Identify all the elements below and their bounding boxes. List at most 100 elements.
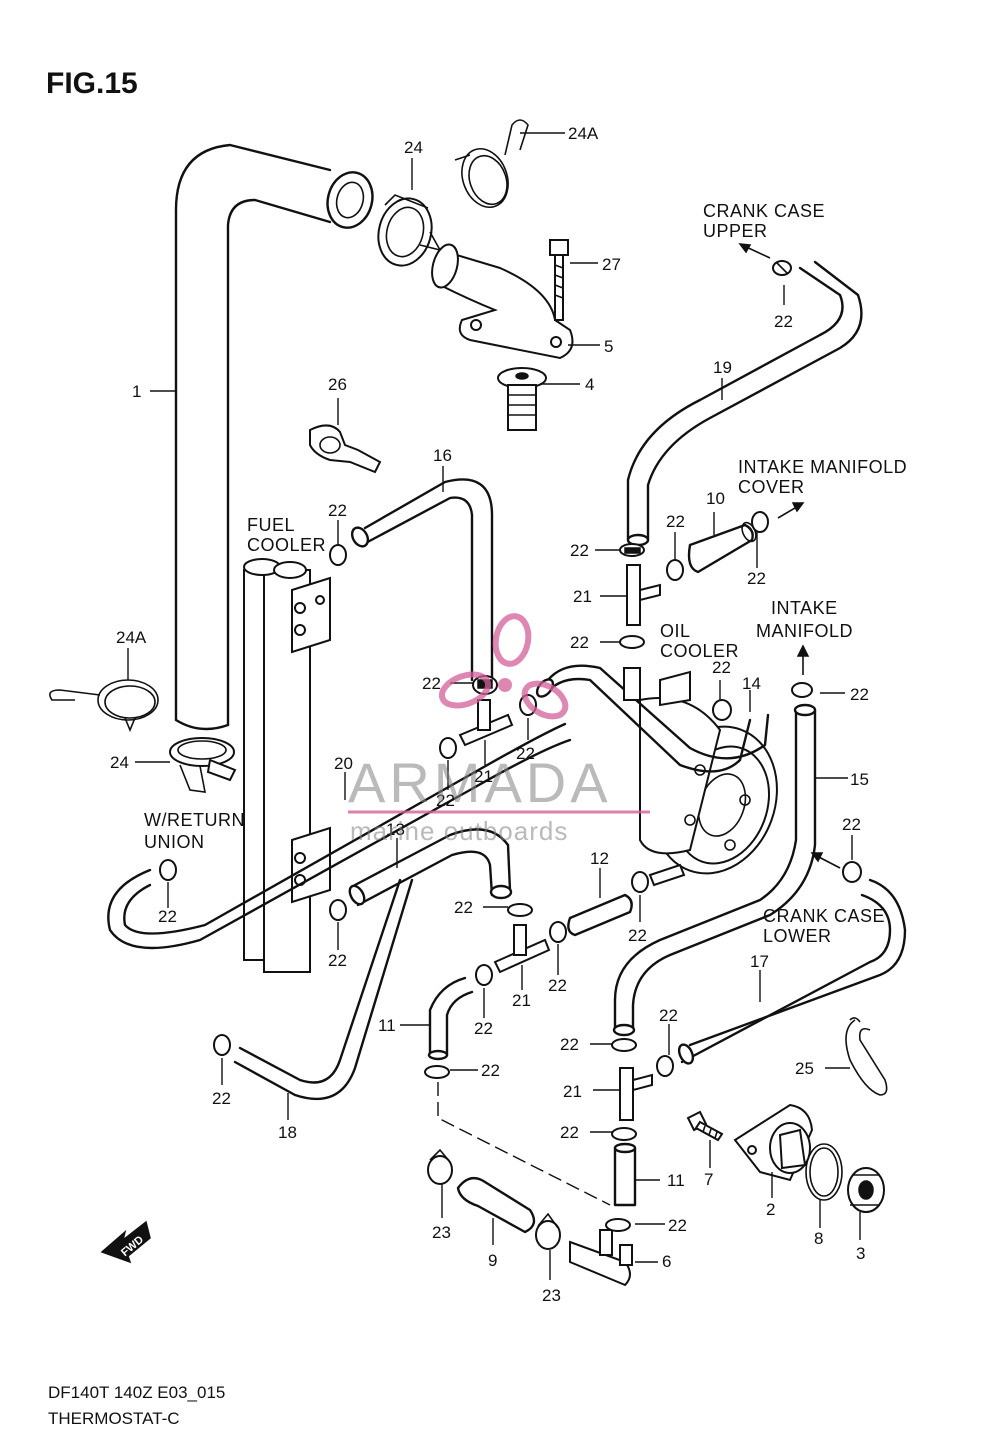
callout: 22 bbox=[436, 791, 455, 810]
leader-lines bbox=[127, 132, 861, 1280]
callout: 11 bbox=[667, 1171, 685, 1190]
intake-manifold-label-2: MANIFOLD bbox=[756, 621, 853, 641]
callout: 6 bbox=[662, 1252, 671, 1271]
footer-model-code: DF140T 140Z E03_015 bbox=[48, 1383, 225, 1402]
callout: 20 bbox=[334, 754, 353, 773]
bolt-27 bbox=[549, 239, 569, 321]
clamp-25 bbox=[845, 1017, 888, 1096]
return-union-label: W/RETURN bbox=[144, 810, 245, 830]
callout: 22 bbox=[548, 976, 567, 995]
callout: 18 bbox=[278, 1123, 297, 1142]
clamp-22 bbox=[772, 260, 792, 276]
hose-18 bbox=[233, 878, 414, 1101]
propeller-logo-icon bbox=[438, 613, 569, 720]
clamp-22 bbox=[329, 544, 347, 566]
oil-cooler-label-2: COOLER bbox=[660, 641, 739, 661]
hose-19 bbox=[626, 260, 863, 547]
callout: 22 bbox=[570, 541, 589, 560]
union-6 bbox=[569, 1229, 633, 1287]
bolt-7 bbox=[686, 1110, 724, 1142]
dashed-connection-line bbox=[437, 1082, 611, 1206]
clamp-22 bbox=[656, 1055, 674, 1077]
watermark-brand: ARMADA bbox=[348, 751, 612, 814]
fuel-cooler bbox=[243, 558, 331, 973]
hose-15 bbox=[612, 703, 817, 1037]
callout: 21 bbox=[474, 767, 493, 786]
clamp-22 bbox=[619, 543, 645, 557]
clamp-22 bbox=[666, 559, 684, 581]
intake-manifold-label: INTAKE bbox=[771, 598, 838, 618]
fwd-arrow-icon: FWD bbox=[100, 1220, 151, 1264]
callout: 9 bbox=[488, 1251, 497, 1270]
annotation-labels: CRANK CASE UPPER INTAKE MANIFOLD COVER I… bbox=[144, 201, 907, 946]
clamp-22 bbox=[631, 871, 649, 893]
callout: 21 bbox=[563, 1082, 582, 1101]
callout: 24 bbox=[110, 753, 129, 772]
callout: 22 bbox=[850, 685, 869, 704]
callout: 10 bbox=[706, 489, 725, 508]
clamp-22 bbox=[475, 964, 493, 986]
callout: 12 bbox=[590, 849, 609, 868]
callout-numbers: 24 24A 27 5 4 1 26 16 19 22 10 22 22 22 … bbox=[110, 124, 869, 1305]
o-ring-8 bbox=[805, 1143, 843, 1201]
clamp-22 bbox=[605, 1218, 631, 1232]
thermostat-4 bbox=[497, 367, 547, 431]
clamp-22 bbox=[549, 921, 567, 943]
callout: 22 bbox=[747, 569, 766, 588]
fuel-cooler-label: FUEL bbox=[247, 515, 295, 535]
callout: 22 bbox=[516, 744, 535, 763]
crank-case-lower-label-2: LOWER bbox=[763, 926, 832, 946]
callout: 23 bbox=[542, 1286, 561, 1305]
thermostat-cover-5 bbox=[431, 243, 574, 360]
callout: 14 bbox=[742, 674, 761, 693]
hose-10 bbox=[687, 521, 757, 574]
callout: 26 bbox=[328, 375, 347, 394]
watermark: ARMADA marine outboards bbox=[348, 613, 650, 846]
callout: 22 bbox=[422, 674, 441, 693]
callout: 22 bbox=[474, 1019, 493, 1038]
intake-manifold-cover-label-2: COVER bbox=[738, 477, 805, 497]
hose-1 bbox=[174, 143, 374, 731]
return-union-label-2: UNION bbox=[144, 832, 205, 852]
callout: 22 bbox=[712, 658, 731, 677]
clamp-22 bbox=[507, 903, 533, 917]
callout: 22 bbox=[560, 1123, 579, 1142]
figure-title: FIG.15 bbox=[46, 67, 138, 100]
clamp-22 bbox=[712, 699, 732, 721]
callout: 22 bbox=[842, 815, 861, 834]
callout: 22 bbox=[328, 951, 347, 970]
clamp-22 bbox=[751, 511, 769, 533]
clamp-22 bbox=[159, 859, 177, 881]
oil-cooler-label: OIL bbox=[660, 621, 691, 641]
clip-24a-left bbox=[49, 679, 159, 733]
callout: 3 bbox=[856, 1244, 865, 1263]
fuel-cooler-label-2: COOLER bbox=[247, 535, 326, 555]
callout: 17 bbox=[750, 952, 769, 971]
callout: 7 bbox=[704, 1170, 713, 1189]
callout: 22 bbox=[774, 312, 793, 331]
callout: 19 bbox=[713, 358, 732, 377]
clamp-22 bbox=[791, 682, 813, 698]
callout: 22 bbox=[628, 926, 647, 945]
clamp-22 bbox=[842, 861, 862, 883]
crank-case-upper-label-2: UPPER bbox=[703, 221, 768, 241]
callout: 22 bbox=[212, 1089, 231, 1108]
clamp-24-left bbox=[169, 737, 237, 793]
connector-21-top bbox=[626, 564, 661, 626]
clamp-22 bbox=[424, 1065, 450, 1079]
callout: 23 bbox=[432, 1223, 451, 1242]
callout: 22 bbox=[158, 907, 177, 926]
callout: 24A bbox=[116, 628, 147, 647]
callout: 21 bbox=[573, 587, 592, 606]
callout: 8 bbox=[814, 1229, 823, 1248]
callout: 15 bbox=[850, 770, 869, 789]
clamp-26 bbox=[309, 424, 382, 474]
callout: 27 bbox=[602, 255, 621, 274]
callout: 11 bbox=[378, 1016, 396, 1035]
clamps-22 bbox=[159, 260, 862, 1232]
callout: 22 bbox=[570, 633, 589, 652]
clamp-22 bbox=[439, 737, 457, 759]
callout: 5 bbox=[604, 337, 613, 356]
callout: 21 bbox=[512, 991, 531, 1010]
